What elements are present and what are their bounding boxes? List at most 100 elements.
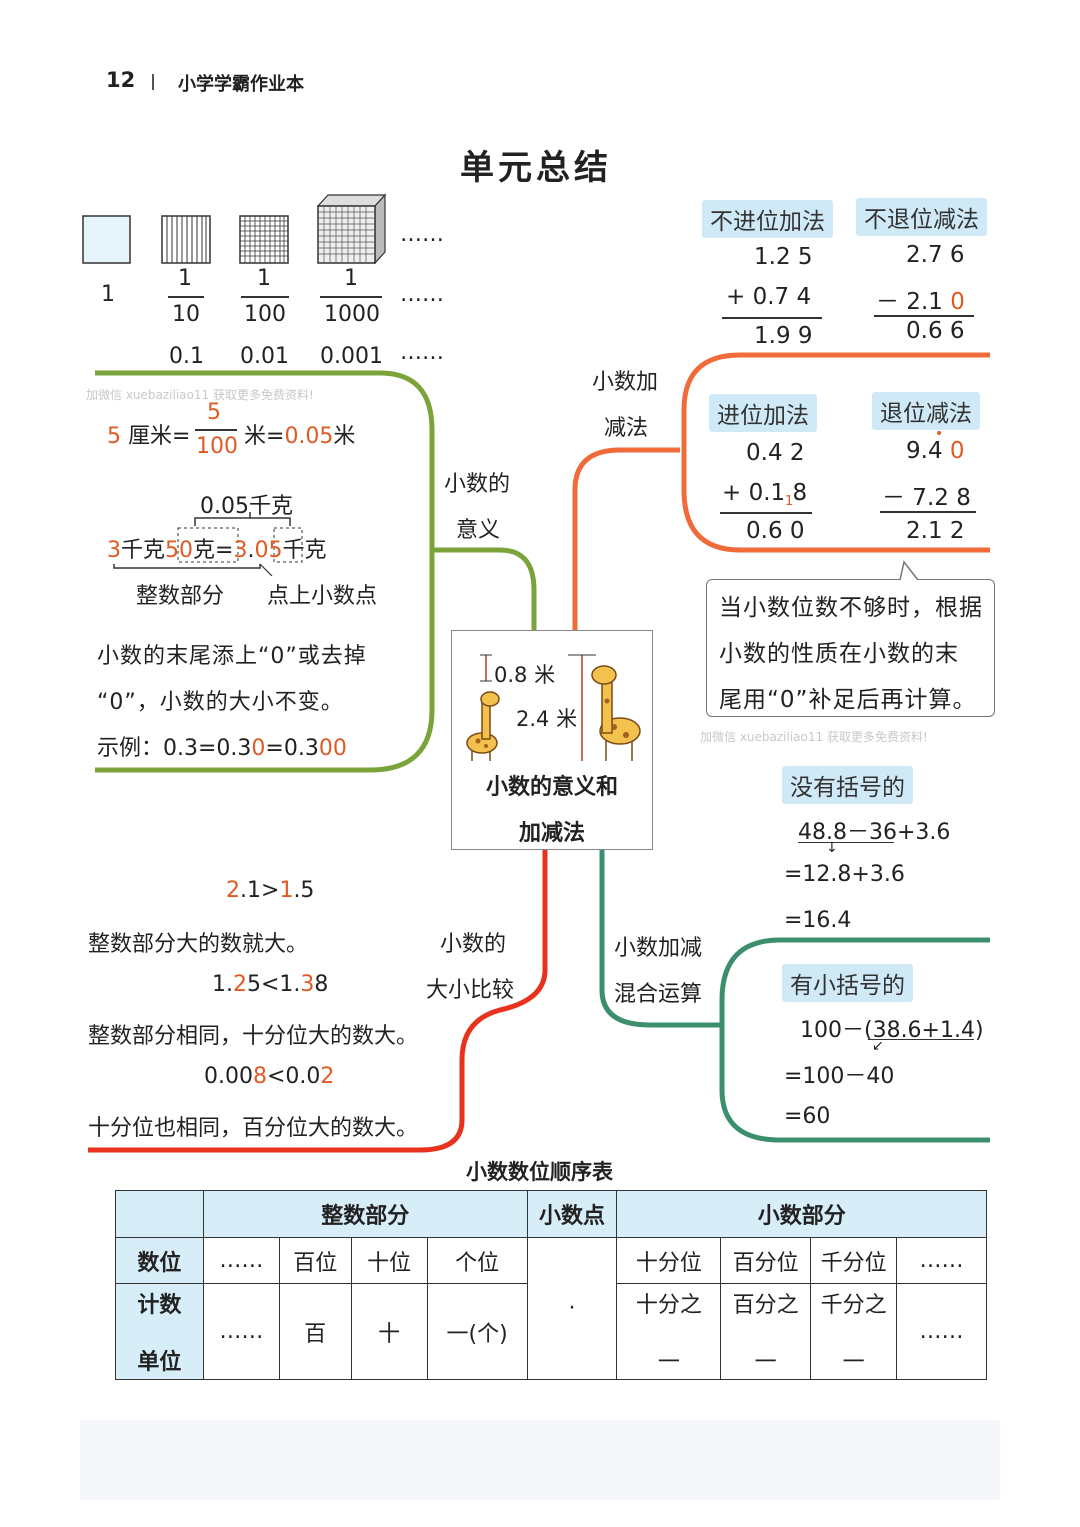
mixed-calc-line: =100－40 [784, 1058, 894, 1090]
table-title: 小数数位顺序表 [466, 1156, 613, 1186]
height-small: 0.8 米 [494, 659, 555, 689]
compare-example: 1.25<1.38 [212, 972, 328, 997]
calc-line: 1.2 5 [754, 244, 813, 270]
decimal-value: 0.1 [169, 344, 204, 369]
calc-line: 2.7 6 [906, 242, 965, 268]
table-cell: …… [203, 1284, 279, 1380]
underline-bracket [868, 1038, 974, 1040]
calc-line: 2.1 2 [906, 518, 965, 544]
tag-no-borrow-sub: 不退位减法 [856, 198, 987, 236]
table-cell: 十位 [351, 1237, 427, 1284]
center-topic-box: 0.8 米 2.4 米 小数的意义和 加减法 [451, 630, 653, 850]
branch-label-meaning: 意义 [456, 512, 500, 544]
calc-line: － 2.1 0 [876, 282, 965, 316]
branch-label-addsub: 小数加 [592, 364, 658, 396]
int-part-label: 整数部分 [136, 578, 224, 610]
branch-label-compare: 大小比较 [426, 972, 514, 1004]
tag-carry-add: 进位加法 [709, 394, 817, 432]
compare-example: 2.1>1.5 [226, 878, 314, 903]
frac-numerator: 1 [344, 266, 358, 291]
frac-denominator: 1000 [324, 302, 380, 327]
carry-mark: 1 [785, 494, 793, 509]
down-arrow-icon: ↓ [826, 840, 838, 856]
place-value-table: 整数部分 小数点 小数部分 数位 …… 百位 十位 个位 · 十分位 百分位 千… [115, 1190, 987, 1380]
mixed-calc-line: =12.8+3.6 [784, 862, 905, 887]
mixed-calc-line: =16.4 [784, 908, 851, 933]
branch-label-addsub: 减法 [604, 410, 648, 442]
frac-num: 5 [207, 400, 221, 425]
table-cell: …… [897, 1284, 987, 1380]
page-bottom-shadow [80, 1420, 1000, 1500]
callout-tail [898, 560, 922, 582]
calc-line: + 0.7 4 [726, 284, 811, 310]
label-one: 1 [101, 282, 115, 307]
decimal-value: 0.001 [320, 344, 383, 369]
ellipsis: …… [400, 222, 444, 247]
giraffe-illustration [452, 631, 652, 761]
tag-no-carry-add: 不进位加法 [702, 200, 833, 238]
compare-example: 0.008<0.02 [204, 1064, 334, 1089]
place-value-blocks [80, 192, 400, 266]
table-cell: 千分位 [811, 1237, 897, 1284]
frac-denominator: 10 [172, 302, 200, 327]
calc-line: 1.9 9 [754, 323, 813, 349]
unit-conversion: 5 厘米= [107, 418, 190, 450]
ellipsis: …… [400, 282, 444, 307]
table-cell: 十分位 [617, 1237, 721, 1284]
row-head-unit: 计数单位 [116, 1284, 204, 1380]
frac-numerator: 1 [178, 266, 192, 291]
table-cell: 百分位 [721, 1237, 811, 1284]
table-cell: …… [203, 1237, 279, 1284]
group-integer: 整数部分 [203, 1191, 527, 1238]
table-cell: 十分之一 [617, 1284, 721, 1380]
branch-label-compare: 小数的 [440, 926, 506, 958]
branch-label-mixed: 混合运算 [614, 976, 702, 1008]
tag-no-brackets: 没有括号的 [782, 766, 913, 804]
table-cell: 一(个) [427, 1284, 527, 1380]
table-cell: 千分之一 [811, 1284, 897, 1380]
calc-line: 0.6 0 [746, 518, 805, 544]
table-cell: 十 [351, 1284, 427, 1380]
kg-conversion: 3千克50克=3.05千克 [107, 532, 326, 564]
note-callout: 当小数位数不够时，根据 小数的性质在小数的末 尾用“0”补足后再计算。 [706, 579, 995, 717]
frac-denominator: 100 [244, 302, 286, 327]
branch-label-mixed: 小数加减 [614, 930, 702, 962]
decimal-value: 0.01 [240, 344, 289, 369]
watermark: 加微信 xuebaziliao11 获取更多免费资料! [700, 728, 928, 745]
decimal-property: 小数的末尾添上“0”或去掉 [97, 638, 367, 670]
calc-line: + 0.1 8 [722, 480, 807, 506]
mixed-calc-line: =60 [784, 1104, 830, 1129]
compare-rule: 十分位也相同，百分位大的数大。 [88, 1110, 418, 1142]
table-cell: 百分之一 [721, 1284, 811, 1380]
eq-unit: 厘米= [128, 424, 190, 449]
compare-rule: 整数部分大的数就大。 [88, 926, 308, 958]
eq-rest: 米=0.05米 [244, 418, 355, 450]
group-point: 小数点 [527, 1191, 617, 1238]
tag-with-brackets: 有小括号的 [782, 964, 913, 1002]
table-cell: 百位 [279, 1237, 351, 1284]
down-arrow-icon: ↙ [872, 1038, 884, 1054]
tag-borrow-sub: 退位减法 [872, 392, 980, 430]
row-head-place: 数位 [116, 1237, 204, 1284]
center-title: 加减法 [452, 815, 652, 847]
table-corner [116, 1191, 204, 1238]
height-large: 2.4 米 [516, 703, 577, 733]
table-cell: …… [897, 1237, 987, 1284]
calc-line: 9.4 0 [906, 438, 965, 464]
group-decimal: 小数部分 [617, 1191, 987, 1238]
frac-den: 100 [196, 434, 238, 459]
table-cell: 个位 [427, 1237, 527, 1284]
table-cell: · [527, 1237, 617, 1379]
point-label: 点上小数点 [267, 578, 377, 610]
center-title: 小数的意义和 [452, 769, 652, 801]
frac-numerator: 1 [257, 266, 271, 291]
ellipsis: …… [400, 340, 444, 365]
property-example: 示例：0.3=0.30=0.300 [97, 730, 347, 762]
mixed-calc-line: 48.8－36+3.6 [798, 814, 950, 846]
watermark: 加微信 xuebaziliao11 获取更多免费资料! [86, 386, 314, 403]
table-cell: 百 [279, 1284, 351, 1380]
compare-rule: 整数部分相同，十分位大的数大。 [88, 1018, 418, 1050]
branch-label-meaning: 小数的 [444, 466, 510, 498]
calc-line: 0.4 2 [746, 440, 805, 466]
calc-line: － 7.2 8 [882, 478, 971, 512]
